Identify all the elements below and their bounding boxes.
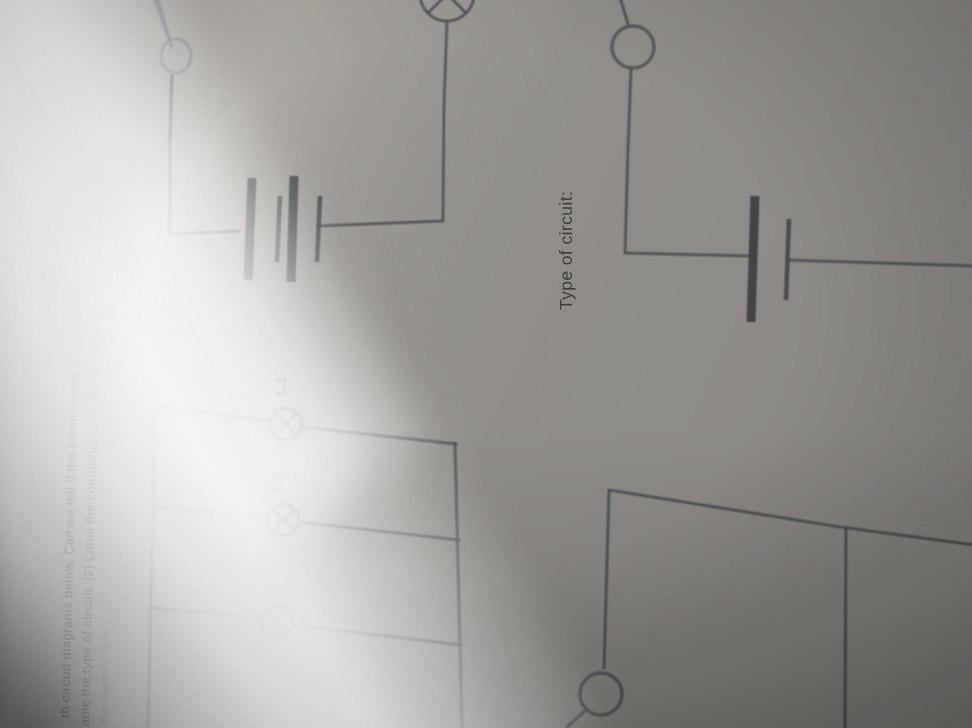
- type-of-circuit-label: Type of circuit:: [556, 191, 577, 310]
- lamp-label-l3: L3: [272, 377, 290, 397]
- lamp-label-l2: L2: [268, 473, 286, 493]
- lamp-label-l1: L1: [262, 575, 280, 595]
